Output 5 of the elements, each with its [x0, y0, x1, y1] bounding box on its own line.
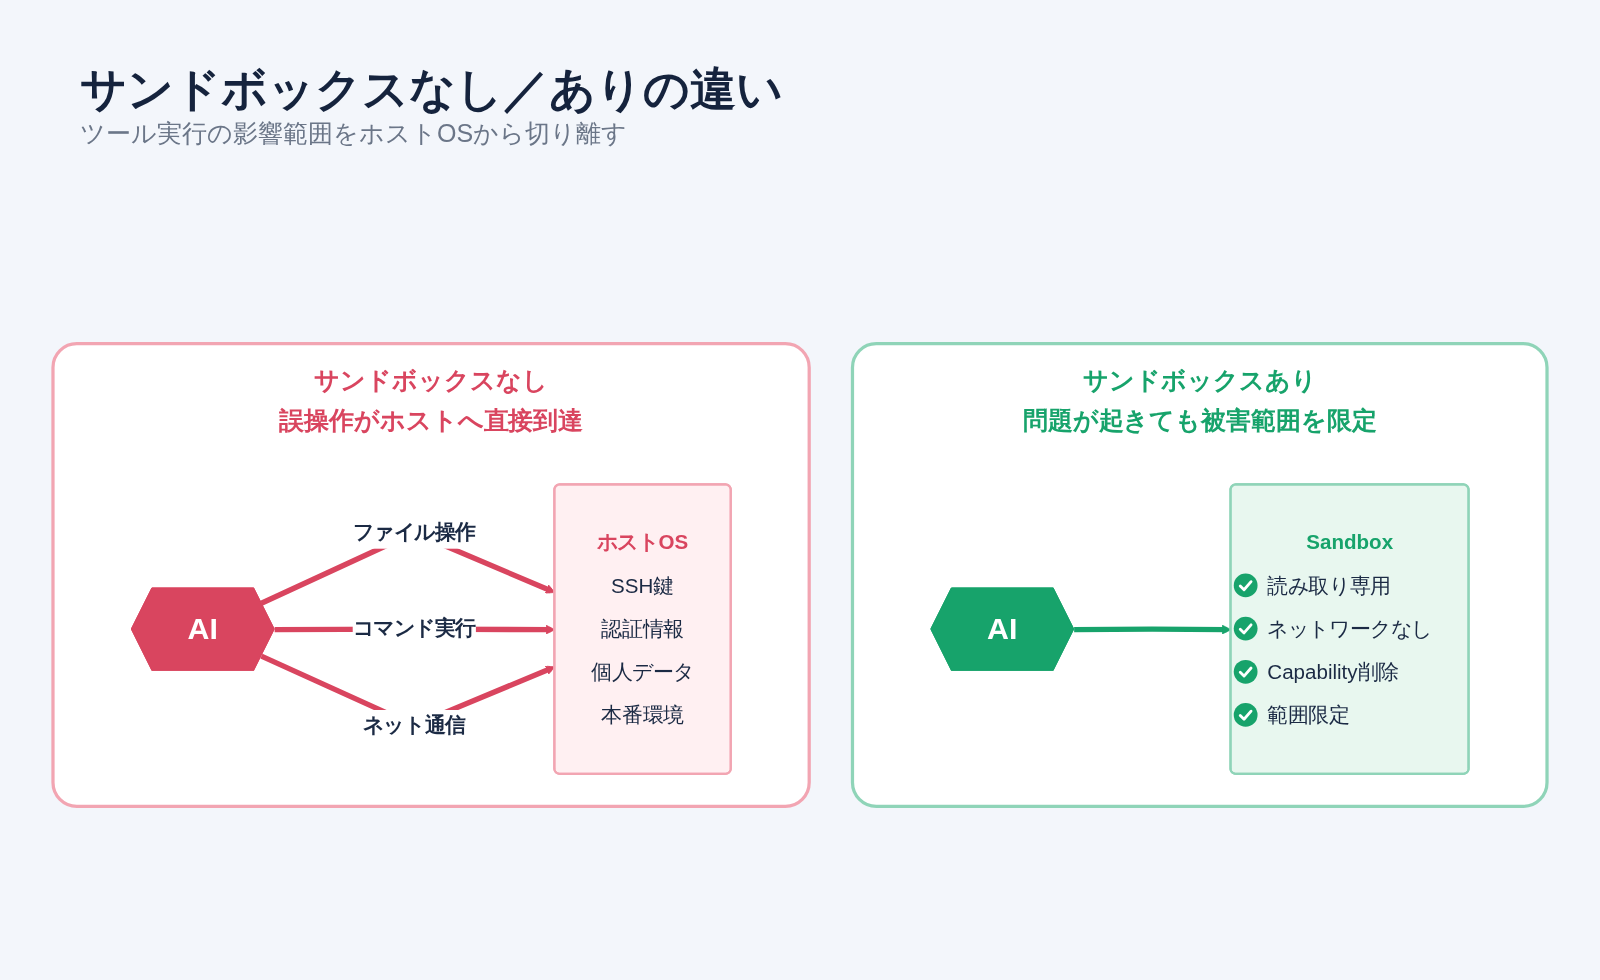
edge-label: ファイル操作 [352, 520, 476, 544]
subtitle: ツール実行の影響範囲をホストOSから切り離す [80, 118, 629, 150]
title: サンドボックスなし／ありの違い [80, 62, 783, 117]
edge-label: ネット通信 [362, 713, 466, 736]
edge-label: コマンド実行 [352, 616, 476, 640]
